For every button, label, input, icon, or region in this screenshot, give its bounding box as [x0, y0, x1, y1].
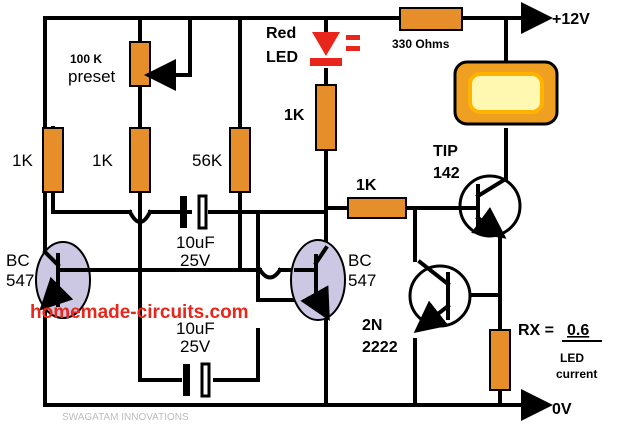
label-cap-bottom-value: 10uF [176, 319, 215, 338]
label-330-ohms: 330 Ohms [392, 37, 450, 51]
label-rx-unit-a: LED [560, 351, 584, 365]
transistor-bc547-right [290, 239, 346, 321]
transistor-tip142 [456, 174, 522, 239]
credit: SWAGATAM INNOVATIONS [62, 412, 189, 423]
label-q2-type-a: BC [348, 251, 372, 270]
label-2222: 2222 [362, 339, 398, 356]
watermark: homemade-circuits.com [30, 302, 249, 323]
red-led [310, 32, 360, 66]
wiring [43, 16, 547, 407]
label-1k-mid: 1K [92, 151, 113, 170]
transistor-2n2222 [408, 259, 472, 333]
resistor-1k-base [347, 197, 407, 219]
label-cap-top-voltage: 25V [180, 251, 211, 270]
resistor-preset [129, 41, 151, 87]
label-led: LED [266, 49, 298, 66]
label-cap-bottom-voltage: 25V [180, 337, 211, 356]
label-q2-type-b: 547 [348, 271, 376, 290]
capacitor-bottom [183, 362, 211, 398]
transistor-bc547-left [35, 241, 91, 319]
resistor-rx [489, 329, 511, 391]
lamp-load [453, 60, 559, 126]
capacitor-top [180, 194, 208, 230]
label-preset-value: 100 K [70, 52, 102, 66]
label-supply-positive: +12V [552, 11, 590, 28]
label-tip: TIP [433, 143, 458, 160]
label-rx-unit-b: current [556, 367, 597, 381]
label-142: 142 [433, 165, 460, 182]
resistor-1k-left [42, 127, 64, 193]
resistor-1k-mid [129, 127, 151, 193]
label-56k: 56K [192, 151, 223, 170]
resistor-330-ohms [399, 7, 463, 31]
label-q1-type-b: 547 [6, 271, 34, 290]
label-preset: preset [68, 67, 116, 86]
label-red: Red [266, 25, 296, 42]
label-2n: 2N [362, 317, 382, 334]
label-1k-base: 1K [356, 177, 377, 194]
label-rx: RX = [518, 322, 554, 339]
label-1k-left: 1K [12, 151, 33, 170]
label-cap-top-value: 10uF [176, 233, 215, 252]
label-q1-type-a: BC [6, 251, 30, 270]
label-rx-value: 0.6 [567, 322, 589, 339]
resistor-56k [229, 127, 251, 193]
resistor-1k-led [315, 84, 337, 151]
label-supply-ground: 0V [552, 401, 572, 418]
label-1k-led: 1K [284, 107, 305, 124]
